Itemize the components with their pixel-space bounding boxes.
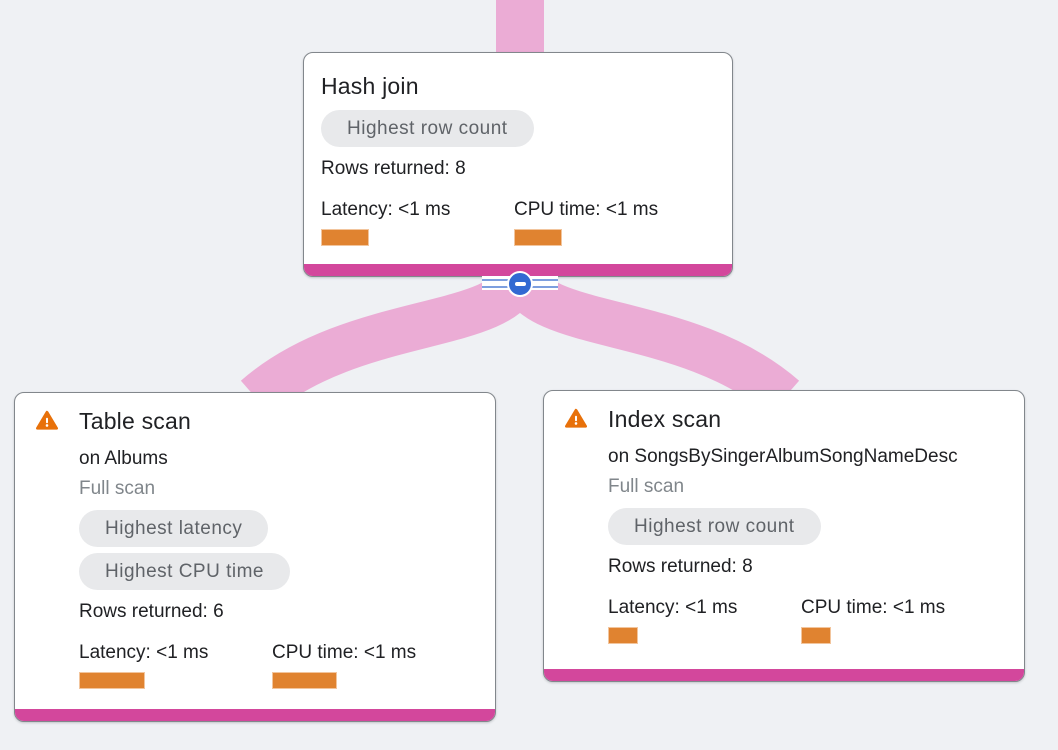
metrics-row: Latency: <1 ms CPU time: <1 ms [79,640,479,689]
badge-highest-latency: Highest latency [79,510,269,547]
scan-mode-text: Full scan [608,476,685,497]
cpu-time-metric: CPU time: <1 ms [514,197,707,246]
badge-highest-row-count: Highest row count [608,508,821,545]
rows-returned-text: Rows returned: 8 [321,158,466,179]
cpu-time-label: CPU time: <1 ms [272,642,417,663]
metrics-row: Latency: <1 ms CPU time: <1 ms [608,595,1008,644]
node-title: Index scan [608,406,722,432]
cpu-time-label: CPU time: <1 ms [514,199,659,220]
scan-target-text: on Albums [79,448,168,469]
edge-left-child [240,265,543,416]
latency-metric: Latency: <1 ms [608,595,801,644]
scan-mode-text: Full scan [79,478,156,499]
node-accent-strip [15,709,495,721]
badge-highest-row-count: Highest row count [321,110,534,147]
warning-triangle-icon [36,410,79,431]
edge-right-child [497,265,800,416]
latency-label: Latency: <1 ms [608,597,738,618]
latency-label: Latency: <1 ms [321,199,451,220]
scan-target-text: on SongsBySingerAlbumSongNameDesc [608,446,958,467]
node-title: Table scan [79,408,191,434]
latency-bar [321,229,369,246]
badge-highest-cpu-time: Highest CPU time [79,553,290,590]
cpu-time-bar [272,672,337,689]
metrics-row: Latency: <1 ms CPU time: <1 ms [321,197,716,246]
collapse-children-button[interactable] [507,271,533,297]
node-hash-join[interactable]: Hash join Highest row count Rows returne… [303,52,733,277]
cpu-time-bar [514,229,562,246]
edge-parent [496,0,544,54]
latency-label: Latency: <1 ms [79,642,209,663]
node-index-scan[interactable]: Index scan on SongsBySingerAlbumSongName… [543,390,1025,682]
cpu-time-label: CPU time: <1 ms [801,597,946,618]
cpu-time-metric: CPU time: <1 ms [272,640,465,689]
node-table-scan[interactable]: Table scan on Albums Full scan Highest l… [14,392,496,722]
latency-bar [79,672,145,689]
latency-bar [608,627,638,644]
minus-icon [514,282,526,286]
latency-metric: Latency: <1 ms [321,197,514,246]
cpu-time-bar [801,627,831,644]
cpu-time-metric: CPU time: <1 ms [801,595,994,644]
node-accent-strip [544,669,1024,681]
latency-metric: Latency: <1 ms [79,640,272,689]
rows-returned-text: Rows returned: 8 [608,556,753,577]
warning-triangle-icon [565,408,608,429]
node-accent-strip [304,264,732,276]
rows-returned-text: Rows returned: 6 [79,601,224,622]
node-title: Hash join [321,73,419,99]
